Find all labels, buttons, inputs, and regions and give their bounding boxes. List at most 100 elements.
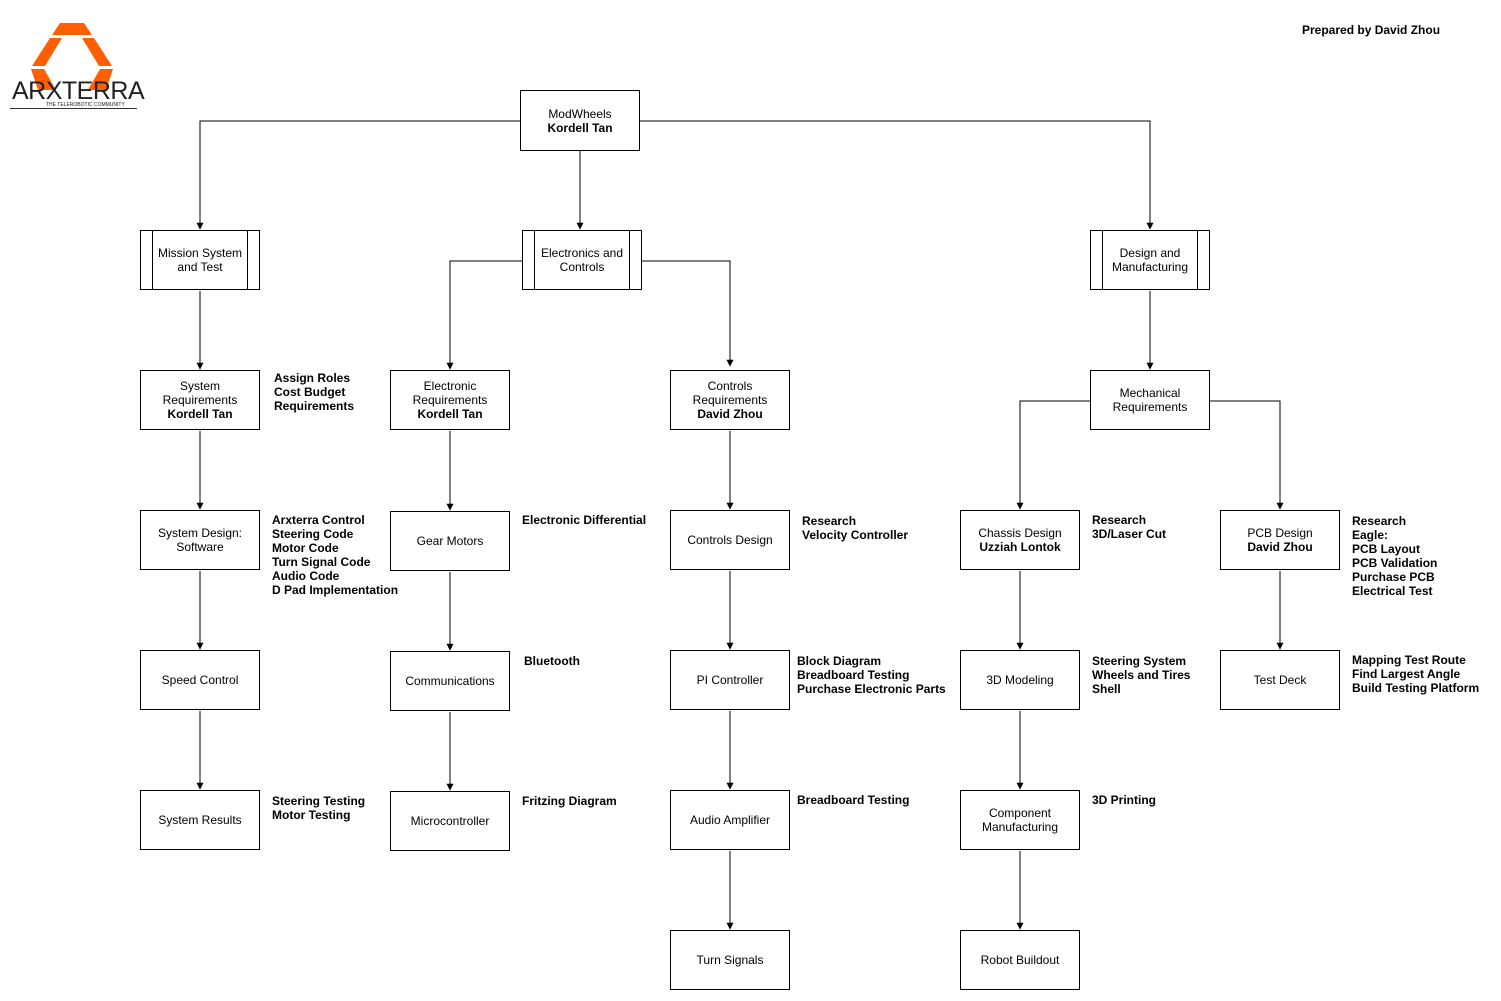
node-gear-motors: Gear Motors	[390, 511, 510, 571]
node-pi-controller: PI Controller	[670, 650, 790, 710]
note-line: Eagle:	[1352, 528, 1389, 542]
node-owner: David Zhou	[1247, 540, 1313, 554]
node-speed-control: Speed Control	[140, 650, 260, 710]
node-label: 3D Modeling	[986, 673, 1054, 687]
note-chassis-design: Research 3D/Laser Cut	[1092, 513, 1166, 541]
note-pcb-design: Research Eagle: PCB Layout PCB Validatio…	[1352, 514, 1437, 598]
note-line: Block Diagram	[797, 654, 882, 668]
node-label: System Results	[158, 813, 242, 827]
node-communications: Communications	[390, 651, 510, 711]
logo-tagline: THE TELEROBOTIC COMMUNITY	[46, 102, 125, 108]
prepared-by-label: Prepared by David Zhou	[1302, 23, 1441, 37]
node-audio-amplifier: Audio Amplifier	[670, 790, 790, 850]
note-system-design: Arxterra Control Steering Code Motor Cod…	[272, 513, 398, 597]
node-system-requirements: System Requirements Kordell Tan	[140, 370, 260, 430]
node-microcontroller: Microcontroller	[390, 791, 510, 851]
node-turn-signals: Turn Signals	[670, 930, 790, 990]
note-controls-design: Research Velocity Controller	[802, 514, 908, 542]
node-label: Communications	[405, 674, 495, 688]
note-line: Build Testing Platform	[1352, 681, 1480, 695]
node-controls-requirements: Controls Requirements David Zhou	[670, 370, 790, 430]
node-3d-modeling: 3D Modeling	[960, 650, 1080, 710]
note-line: Velocity Controller	[802, 528, 909, 542]
note-system-requirements: Assign Roles Cost Budget Requirements	[274, 371, 354, 413]
note-line: Research	[1092, 513, 1147, 527]
arxterra-logo-icon	[31, 23, 113, 90]
node-electronic-requirements: Electronic Requirements Kordell Tan	[390, 370, 510, 430]
note-line: 3D/Laser Cut	[1092, 527, 1167, 541]
note-line: Purchase Electronic Parts	[797, 682, 946, 696]
link-mechreq-chassis	[1016, 400, 1090, 510]
node-design-and-manufacturing: Design and Manufacturing	[1090, 230, 1210, 290]
link-root-mission	[196, 120, 520, 230]
note-line: Wheels and Tires	[1092, 668, 1191, 682]
note-line: PCB Validation	[1352, 556, 1438, 570]
node-label: Mission System and Test	[157, 246, 243, 274]
node-owner: David Zhou	[697, 407, 763, 421]
node-label: Gear Motors	[416, 534, 484, 548]
note-microcontroller: Fritzing Diagram	[522, 794, 617, 808]
note-line: Steering Code	[272, 527, 354, 541]
note-line: Find Largest Angle	[1352, 667, 1461, 681]
node-owner: Kordell Tan	[167, 407, 233, 421]
note-test-deck: Mapping Test Route Find Largest Angle Bu…	[1352, 653, 1479, 695]
note-line: Purchase PCB	[1352, 570, 1435, 584]
node-label: Speed Control	[161, 673, 239, 687]
node-label: Microcontroller	[410, 814, 490, 828]
note-line: Research	[802, 514, 857, 528]
note-line: Arxterra Control	[272, 513, 365, 527]
node-modwheels: ModWheels Kordell Tan	[520, 90, 640, 151]
note-line: Mapping Test Route	[1352, 653, 1466, 667]
node-pcb-design: PCB Design David Zhou	[1220, 510, 1340, 570]
note-line: Cost Budget	[274, 385, 346, 399]
note-line: Assign Roles	[274, 371, 351, 385]
note-line: Shell	[1092, 682, 1121, 696]
note-line: Turn Signal Code	[272, 555, 371, 569]
node-label: PCB Design	[1247, 526, 1313, 540]
note-3d-modeling: Steering System Wheels and Tires Shell	[1092, 654, 1190, 696]
note-system-results: Steering Testing Motor Testing	[272, 794, 365, 822]
note-line: Fritzing Diagram	[522, 794, 617, 808]
node-label: Electronic Requirements	[412, 379, 488, 407]
node-label: Test Deck	[1253, 673, 1307, 687]
node-owner: Kordell Tan	[547, 120, 613, 135]
note-communications: Bluetooth	[524, 654, 580, 668]
node-label: PI Controller	[696, 673, 764, 687]
note-line: Breadboard Testing	[797, 668, 910, 682]
node-label: Electronics and Controls	[540, 246, 624, 274]
node-label: Chassis Design	[978, 526, 1062, 540]
node-label: Robot Buildout	[980, 953, 1060, 967]
note-gear-motors: Electronic Differential	[522, 513, 646, 527]
node-system-results: System Results	[140, 790, 260, 850]
note-line: Electronic Differential	[522, 513, 647, 527]
node-label: Design and Manufacturing	[1111, 246, 1189, 274]
node-label: System Design: Software	[157, 526, 243, 554]
node-label: System Requirements	[162, 379, 238, 407]
node-component-manufacturing: Component Manufacturing	[960, 790, 1080, 850]
node-mission-system-and-test: Mission System and Test	[140, 230, 260, 290]
note-line: Research	[1352, 514, 1407, 528]
node-label: Mechanical Requirements	[1112, 386, 1188, 414]
link-mechreq-pcb	[1210, 400, 1284, 510]
node-test-deck: Test Deck	[1220, 650, 1340, 710]
note-line: Steering Testing	[272, 794, 366, 808]
note-line: Steering System	[1092, 654, 1187, 668]
node-label: Controls Design	[687, 533, 773, 547]
note-component-manufacturing: 3D Printing	[1092, 793, 1156, 807]
note-line: PCB Layout	[1352, 542, 1421, 556]
node-label: Component Manufacturing	[981, 806, 1059, 834]
note-line: Bluetooth	[524, 654, 580, 668]
node-label: Turn Signals	[696, 953, 764, 967]
node-controls-design: Controls Design	[670, 510, 790, 570]
note-line: Audio Code	[272, 569, 340, 583]
note-line: Electrical Test	[1352, 584, 1433, 598]
note-line: 3D Printing	[1092, 793, 1157, 807]
node-electronics-and-controls: Electronics and Controls	[522, 230, 642, 290]
node-chassis-design: Chassis Design Uzziah Lontok	[960, 510, 1080, 570]
note-line: Motor Testing	[272, 808, 351, 822]
note-line: Requirements	[274, 399, 355, 413]
link-electronics-ctrlreq	[642, 260, 734, 367]
logo-underline	[10, 108, 137, 109]
node-robot-buildout: Robot Buildout	[960, 930, 1080, 990]
